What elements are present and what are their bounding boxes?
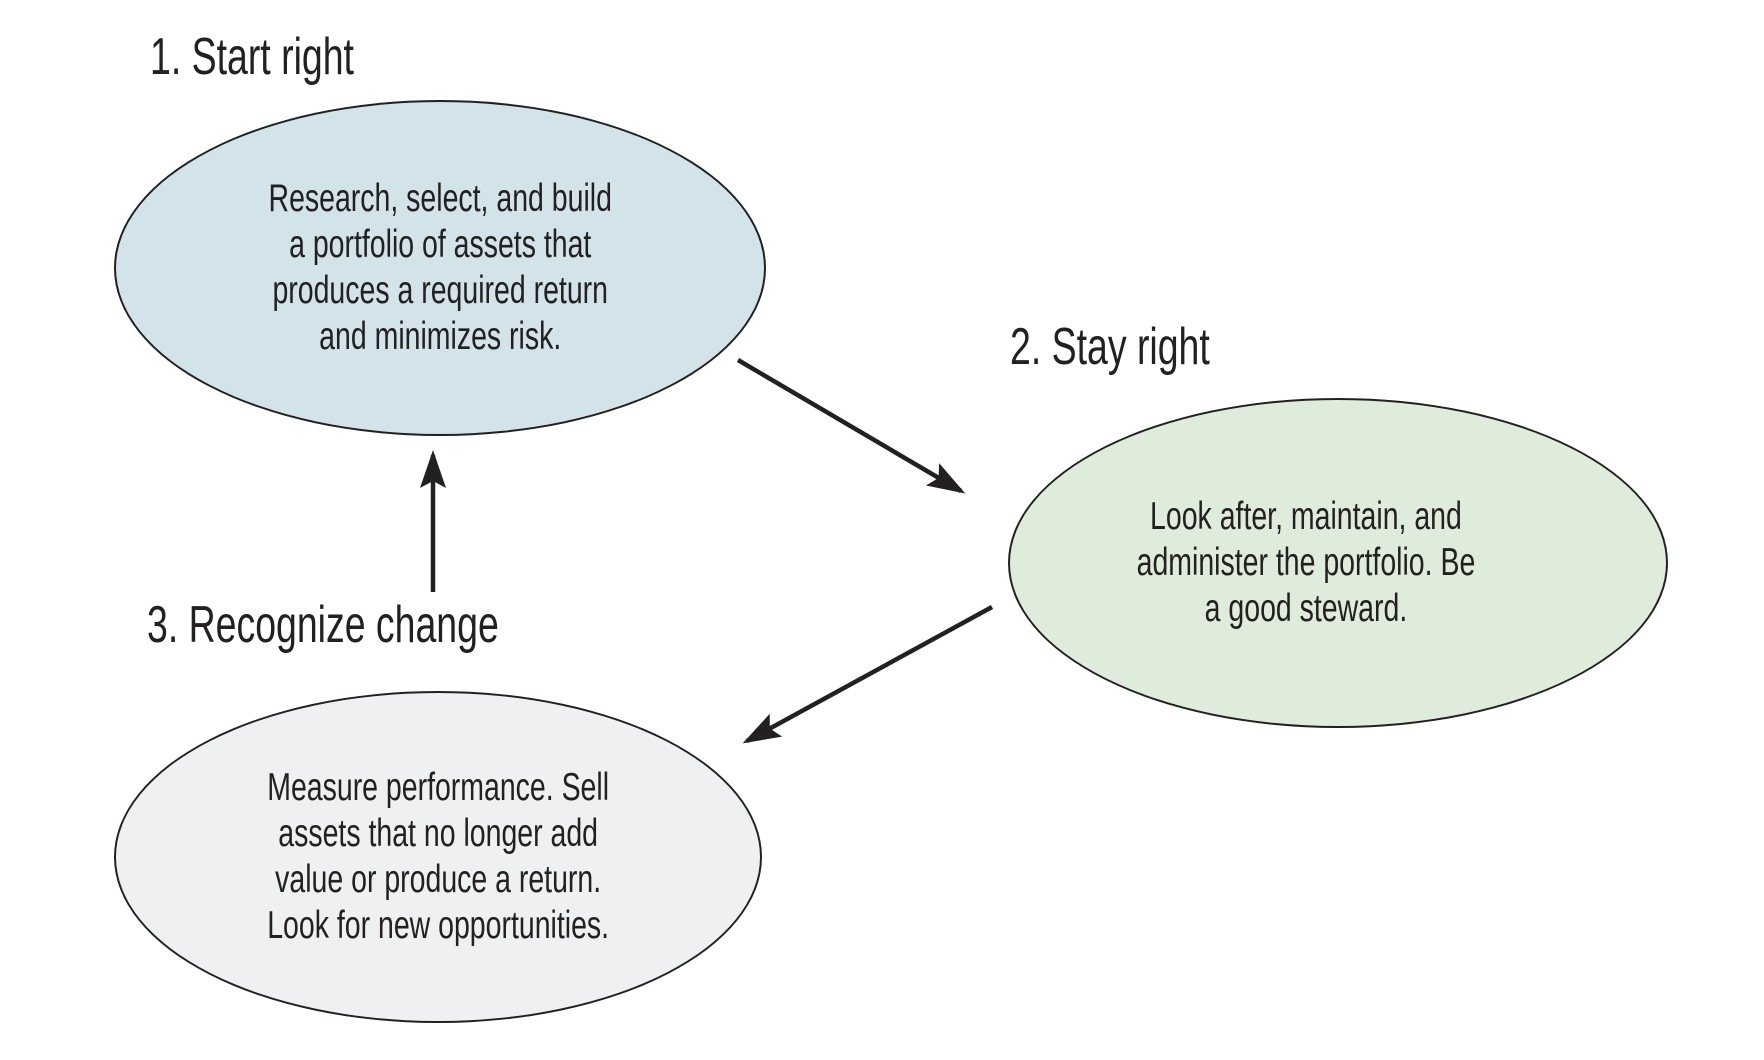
stage-label-start-right: 1. Start right [150,28,354,86]
arrow-stay-right-to-recognize-change [742,605,994,744]
stage-label-stay-right: 2. Stay right [1010,318,1210,376]
node-start-right: Research, select, and build a portfolio … [114,100,766,436]
node-stay-right: Look after, maintain, and administer the… [1008,398,1668,728]
stage-label-recognize-change: 3. Recognize change [147,596,499,654]
node-recognize-change-text: Measure performance. Sell assets that no… [267,766,609,947]
node-stay-right-text: Look after, maintain, and administer the… [1136,495,1476,630]
arrow-start-right-to-stay-right [736,358,966,494]
node-recognize-change: Measure performance. Sell assets that no… [114,691,762,1023]
node-start-right-text: Research, select, and build a portfolio … [268,177,612,358]
